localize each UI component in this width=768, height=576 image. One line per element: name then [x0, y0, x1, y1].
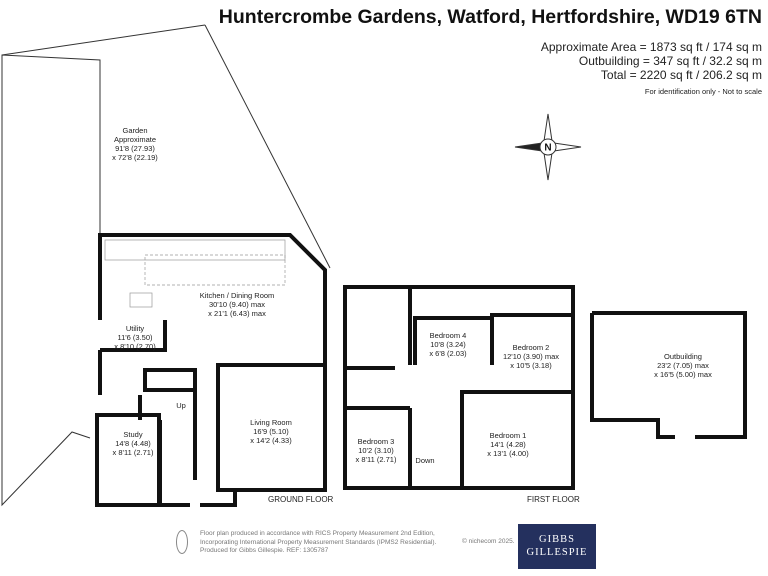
room-name-utility: Utility [126, 324, 145, 333]
room-dim-study-1: 14'8 (4.48) [115, 439, 151, 448]
stairs-down-label: Down [415, 456, 434, 465]
room-name-outbuilding: Outbuilding [664, 352, 702, 361]
logo-line1: GIBBS [539, 534, 575, 545]
room-name-bedroom1: Bedroom 1 [490, 431, 527, 440]
room-dim-kitchen-2: x 21'1 (6.43) max [208, 309, 266, 318]
outbuilding-area: Outbuilding = 347 sq ft / 32.2 sq m [578, 54, 762, 68]
compass-label: N [544, 143, 551, 154]
room-dim-bedroom4-1: 10'8 (3.24) [430, 340, 466, 349]
room-dim-utility-2: x 8'10 (2.70) [114, 342, 156, 351]
room-dim-utility-1: 11'6 (3.50) [117, 333, 153, 342]
room-dim-bedroom4-2: x 6'8 (2.03) [429, 349, 467, 358]
outbuilding-walls [590, 311, 747, 439]
ground-floor-label: GROUND FLOOR [268, 495, 334, 504]
room-dim-bedroom1-1: 14'1 (4.28) [490, 440, 526, 449]
room-name-bedroom4: Bedroom 4 [430, 331, 467, 340]
footer-line2: Incorporating International Property Mea… [200, 538, 437, 546]
footer-text: Floor plan produced in accordance with R… [200, 530, 515, 556]
room-dim-living-1: 16'9 (5.10) [253, 427, 289, 436]
room-dim-outbuilding-1: 23'2 (7.05) max [657, 361, 709, 370]
room-name-bedroom2: Bedroom 2 [513, 343, 550, 352]
scale-note: For identification only - Not to scale [644, 87, 762, 96]
room-dim-living-2: x 14'2 (4.33) [250, 436, 292, 445]
stairs-up-label: Up [176, 401, 186, 410]
footer-line3: Produced for Gibbs Gillespie. REF: 13057… [200, 547, 329, 554]
copyright: © nichecom 2025. [462, 538, 515, 545]
agent-logo: GIBBS GILLESPIE [518, 524, 596, 569]
room-dim-bedroom2-1: 12'10 (3.90) max [503, 352, 559, 361]
room-name-kitchen: Kitchen / Dining Room [200, 291, 275, 300]
ground-floor-walls [95, 233, 327, 507]
area-summary: Approximate Area = 1873 sq ft / 174 sq m… [541, 40, 762, 99]
garden-label: Approximate [114, 135, 156, 144]
garden-dim1: 91'8 (27.93) [115, 144, 155, 153]
garden-outline [1, 24, 331, 507]
room-dim-outbuilding-2: x 16'5 (5.00) max [654, 370, 712, 379]
garden-dim2: x 72'8 (22.19) [112, 153, 158, 162]
room-dim-bedroom3-2: x 8'11 (2.71) [356, 455, 397, 464]
room-name-study: Study [123, 430, 142, 439]
room-dim-bedroom3-1: 10'2 (3.10) [358, 446, 394, 455]
room-dim-bedroom2-2: x 10'5 (3.18) [510, 361, 552, 370]
approx-area: Approximate Area = 1873 sq ft / 174 sq m [540, 40, 762, 54]
room-name-living: Living Room [250, 418, 292, 427]
compass-icon: N [514, 113, 582, 181]
room-dim-bedroom1-2: x 13'1 (4.00) [487, 449, 529, 458]
room-dim-kitchen-1: 30'10 (9.40) max [209, 300, 265, 309]
total-area: Total = 2220 sq ft / 206.2 sq m [600, 68, 762, 82]
first-floor-label: FIRST FLOOR [527, 495, 580, 504]
room-name-bedroom3: Bedroom 3 [358, 437, 395, 446]
first-floor-walls [343, 285, 575, 490]
garden-name: Garden [122, 126, 147, 135]
kitchen-units [104, 239, 286, 308]
person-icon [176, 530, 188, 554]
room-dim-study-2: x 8'11 (2.71) [113, 448, 154, 457]
property-title: Huntercrombe Gardens, Watford, Hertfords… [218, 6, 762, 28]
footer-line1: Floor plan produced in accordance with R… [200, 530, 435, 537]
logo-line2: GILLESPIE [526, 547, 588, 558]
